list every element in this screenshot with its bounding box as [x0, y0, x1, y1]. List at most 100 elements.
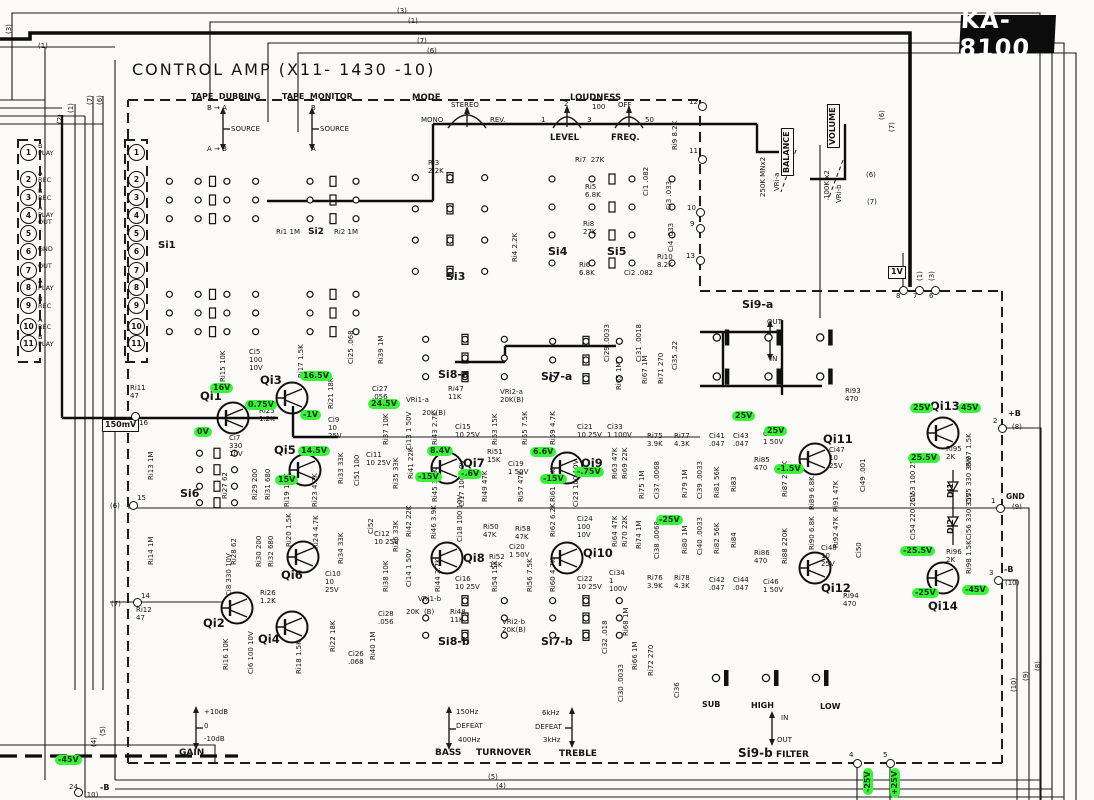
label-top-components: Ri1 1M [276, 228, 300, 236]
voltage-annotation: -.6V [458, 469, 483, 479]
label-a-row: Ri21 18K [327, 377, 335, 409]
label-connector-labels: B [38, 187, 43, 195]
treble-title: TREBLE [559, 749, 597, 759]
label-pin-labels: (10) [1005, 579, 1020, 587]
label-bottom-controls: -10dB [204, 735, 225, 743]
label-a-row: Ri85 470 [754, 456, 770, 472]
switch-si9b: Si9-b [738, 746, 773, 760]
label-top-controls: 1 [541, 116, 546, 124]
label-a-row: Ri81 56K [713, 466, 721, 498]
label-top-controls: FREQ. [611, 133, 640, 143]
label-connector-labels: OUT [38, 218, 52, 226]
voltage-annotation: -45V [55, 755, 82, 765]
label-a-row: Ri33 33K [337, 452, 345, 484]
connector-pin-1-2: 2 [20, 171, 37, 188]
label-connector-labels: B [38, 142, 43, 150]
transistor-label-qi13: Qi13 [930, 399, 960, 413]
label-top-controls: 100K x2 [823, 170, 831, 199]
label-pin-labels: 6 [929, 292, 934, 300]
transistor-label-qi10: Qi10 [583, 546, 613, 560]
label-pin-labels: 12 [689, 98, 698, 106]
label-wire-tags: (1) [408, 17, 418, 25]
balance-label: BALANCE [781, 128, 794, 176]
voltage-annotation: -45V [962, 585, 989, 595]
label-b-row: Ri72 270 [647, 644, 655, 676]
label-pin-labels: 10 [687, 204, 696, 212]
connector-pin-1-9: 9 [20, 297, 37, 314]
label-connector-labels: A [38, 316, 43, 324]
label-top-controls: A → B [207, 145, 227, 153]
label-top-controls: SOURCE [231, 125, 260, 133]
transistor-qi11 [798, 442, 832, 476]
label-bottom-controls: OUT [767, 318, 782, 326]
label-a-row: Ri49 47K [481, 470, 489, 502]
label-a-row: Ci43 .047 [733, 432, 749, 448]
pin-13 [696, 256, 705, 265]
label-wire-tags: (5) [99, 726, 107, 736]
label-wire-tags: (7) [417, 37, 427, 45]
model-badge: KA-8100 [959, 6, 1056, 62]
switch-bank-3 [306, 288, 360, 338]
label-right-power: Ci54 220 25V [909, 492, 917, 540]
label-a-row: Ri91 47K [832, 480, 840, 512]
boxed-label: 1V [888, 266, 906, 279]
label-a-row: Ri83 [730, 476, 738, 492]
label-a-row: Ri23 4.7K [311, 473, 319, 507]
tape-monitor-title: TAPE MONITOR [282, 92, 353, 101]
label-connector-labels: A [38, 277, 43, 285]
switch-bank-7 [422, 333, 508, 383]
voltage-annotation: -.75V [574, 467, 604, 477]
transistor-qi14 [926, 561, 960, 595]
label-b-row: Ri46 3.9K [430, 505, 438, 539]
label-a-row: Ci7 330 10V [229, 434, 243, 458]
label-a-row: Ci13 1 50V [405, 411, 413, 450]
label-a-row: Ri11 47 [130, 384, 146, 400]
label-wire-tags: (7) [111, 600, 121, 608]
label-pin-labels: 1 [991, 497, 996, 505]
connector-pin-2-8: 8 [128, 279, 145, 296]
label-pin-labels: 15 [137, 494, 146, 502]
transistor-label-qi7: Qi7 [463, 456, 485, 470]
label-b-row: Ri74 1M [635, 520, 643, 549]
label-top-controls: A [311, 145, 316, 153]
label-a-row: Ci15 10 25V [455, 423, 480, 439]
label-a-row: Ci19 1 50V [508, 460, 529, 476]
label-connector-labels: PLAY [38, 211, 54, 219]
label-a-row: Ri59 4.7K [549, 411, 557, 445]
transistor-label-qi12: Qi12 [821, 581, 851, 595]
label-b-row: Ri38 10K [382, 560, 390, 592]
pin-2 [998, 424, 1007, 433]
label-a-row: Ri29 200 [251, 468, 259, 500]
label-a-row: Ci39 .0033 [696, 460, 704, 499]
volume-label: VOLUME [827, 104, 840, 148]
label-a-row: Ci41 .047 [709, 432, 725, 448]
connector-pin-1-6: 6 [20, 243, 37, 260]
label-wire-tags: (9) [1022, 671, 1030, 681]
label-pin-labels: 3 [989, 569, 994, 577]
switch-si3: Si3 [446, 270, 466, 283]
label-wire-tags: (7) [867, 198, 877, 206]
plus-b-label: +B [1008, 409, 1021, 418]
transistor-qi4 [275, 610, 309, 644]
label-a-row: Ri14 1M [147, 536, 155, 565]
switch-bank-8 [549, 335, 623, 385]
label-top-components: Ci3 .033 [665, 180, 673, 210]
switch-bank-9 [422, 595, 508, 641]
tape-dubbing-title: TAPE DUBBING [191, 92, 261, 101]
label-pin-labels: 14 [141, 592, 150, 600]
label-a-row: Ri57 47K [517, 470, 525, 502]
label-right-power: Ri98 1.5K [965, 540, 973, 574]
transistor-label-qi5: Qi5 [274, 443, 296, 457]
switch-bank-6 [195, 447, 239, 509]
label-b-row: Ri78 4.3K [674, 574, 690, 590]
transistor-label-qi8: Qi8 [463, 551, 485, 565]
label-b-row: Ci29 .0033 [603, 323, 611, 362]
label-b-row: Ci14 1 50V [405, 548, 413, 587]
pin-11 [698, 155, 707, 164]
label-top-controls: B → A [207, 104, 227, 112]
label-top-components: Ri2 1M [334, 228, 358, 236]
label-top-controls: REV. [490, 116, 506, 124]
label-wire-tags: (7) [86, 95, 94, 105]
label-b-row: Ri68 1M [622, 607, 630, 636]
connector-pin-1-11: 11 [20, 335, 37, 352]
